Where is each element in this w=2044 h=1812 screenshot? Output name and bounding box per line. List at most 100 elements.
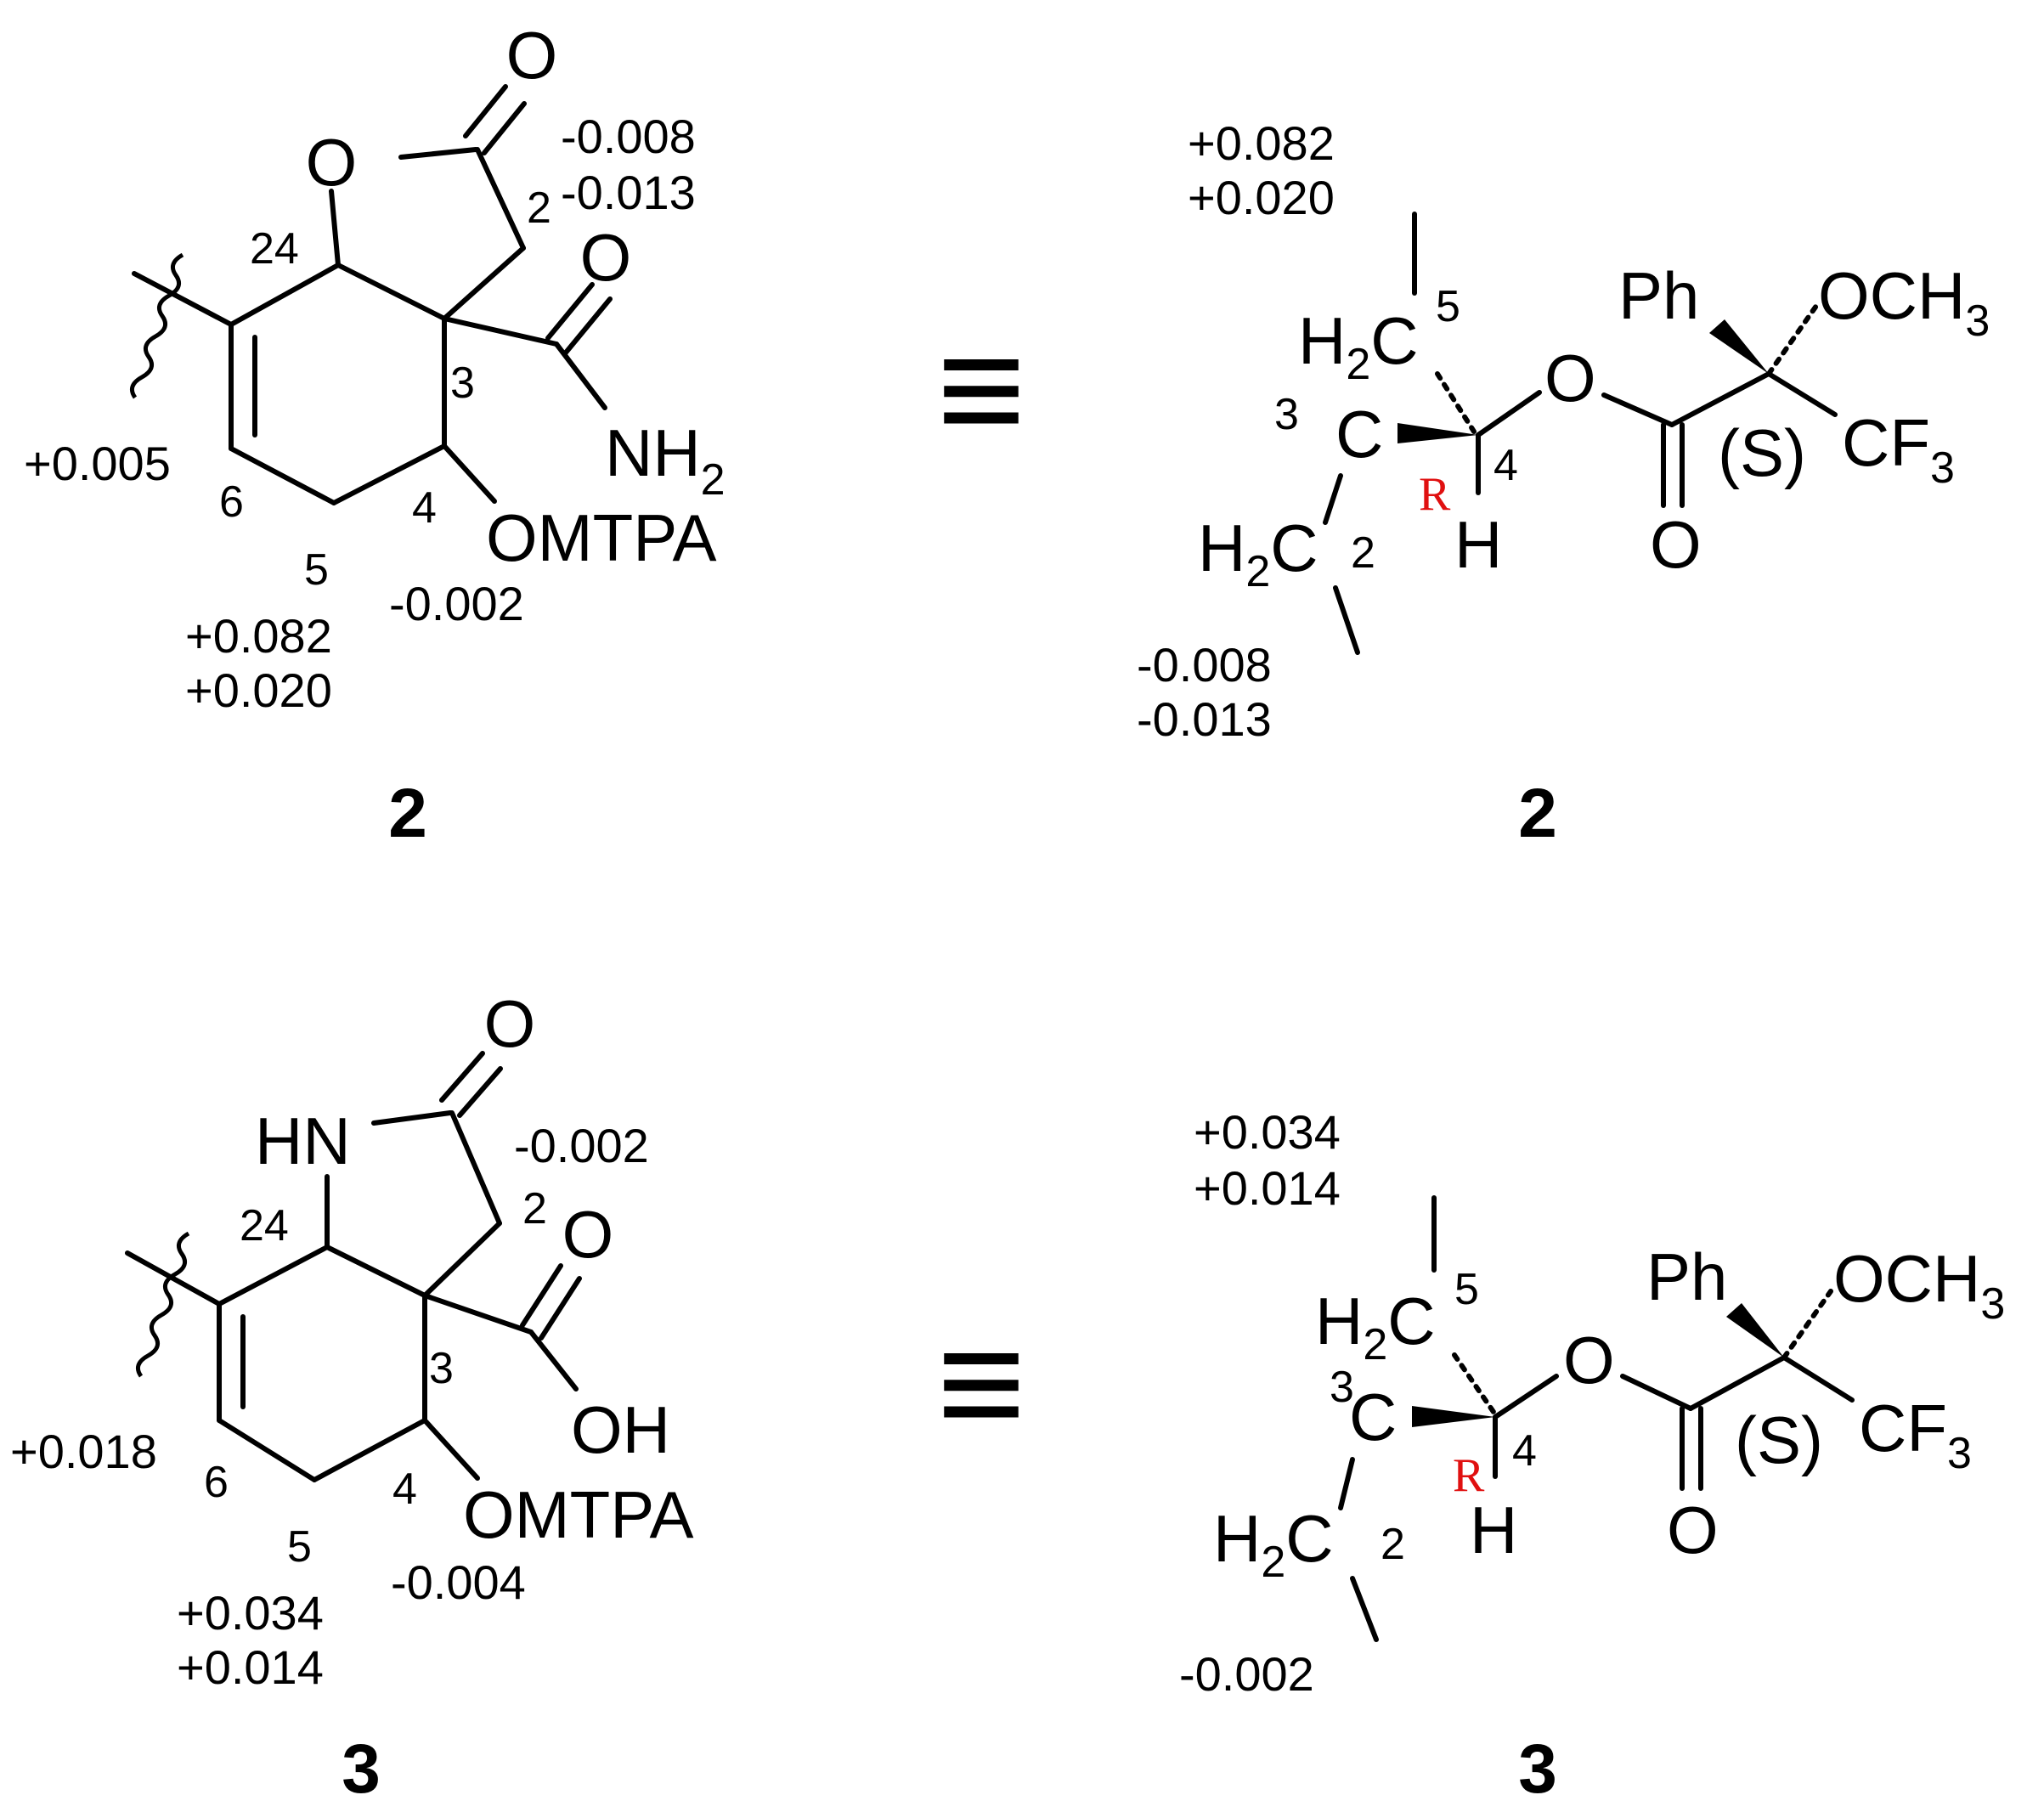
hashed-bond-och3 (1781, 1289, 1833, 1360)
methoxy-group: OCH3 (1818, 258, 1990, 346)
phenyl-group: Ph (1618, 258, 1699, 333)
delta-h2-a: -0.008 (561, 110, 696, 163)
bond-c1-c2 (475, 147, 526, 251)
r-configuration-label: R (1419, 468, 1451, 521)
wedge-bond-c3-c4 (1412, 1406, 1495, 1427)
delta-h5-b: +0.020 (185, 663, 332, 717)
delta-h5-a: +0.034 (177, 1586, 324, 1640)
acid-hydroxyl: OH (571, 1392, 670, 1467)
c2-ch2-group: H2C (1198, 511, 1318, 596)
compound-2-ring-structure: O O O NH2 OMTPA 24 2 3 4 5 6 -0.008 -0.0… (24, 18, 726, 852)
c4-hydrogen: H (1454, 507, 1502, 582)
projection-locant-3: 3 (1274, 390, 1299, 439)
compound-2-projection-label: 2 (1518, 775, 1557, 852)
equivalence-symbol-3: ≡ (936, 1298, 1025, 1469)
bond-c2-methyl (1333, 585, 1360, 655)
delta-h6: +0.018 (10, 1425, 157, 1478)
c2-ch2-group: H2C (1213, 1501, 1334, 1587)
delta-h5-b-projection: +0.020 (1188, 171, 1335, 224)
amide-nh: NH2 (605, 415, 726, 505)
projection-locant-4: 4 (1493, 441, 1518, 490)
projection-locant-3: 3 (1330, 1363, 1354, 1412)
delta-h4: -0.004 (391, 1555, 526, 1609)
bond-c1-o-double-a (463, 84, 508, 138)
projection-locant-4: 4 (1512, 1426, 1537, 1476)
delta-h2-projection: -0.002 (1179, 1647, 1314, 1701)
acid-carbonyl-oxygen: O (562, 1197, 614, 1272)
delta-h4: -0.002 (389, 577, 524, 630)
locant-3: 3 (450, 358, 475, 408)
phenyl-group: Ph (1646, 1239, 1727, 1314)
bond-o-c1 (398, 147, 478, 160)
bond-n-c1 (371, 1110, 453, 1126)
bond-cf3 (1781, 1355, 1855, 1403)
projection-locant-2: 2 (1351, 528, 1375, 578)
amide-carbonyl-oxygen: O (580, 220, 632, 295)
bond-c4-o (442, 443, 497, 504)
bond-c3-c2 (1323, 473, 1343, 525)
bond-cf3 (1766, 371, 1838, 417)
bond-o-carbonyl (1601, 392, 1674, 427)
c4-hydrogen: H (1470, 1493, 1517, 1567)
compound-2-label: 2 (388, 775, 427, 852)
locant-4: 4 (412, 483, 437, 533)
compound-2-projection: +0.082 +0.020 H2C 5 3 C R 4 H H2C 2 -0.0… (1137, 116, 1990, 852)
projection-locant-5: 5 (1454, 1265, 1479, 1314)
locant-24: 24 (240, 1201, 289, 1250)
hashed-bond-c4-c5 (1435, 371, 1477, 434)
bond-c5-c4 (331, 443, 447, 505)
delta-h2-a-projection: -0.008 (1137, 638, 1272, 691)
locant-6: 6 (219, 477, 244, 527)
bond-c6-c5 (217, 1418, 317, 1482)
methoxy-group: OCH3 (1833, 1241, 2005, 1329)
carbonyl-oxygen: O (1650, 507, 1702, 582)
bond-c25-stub (132, 271, 234, 327)
bond-c4-o (1493, 1374, 1559, 1420)
bond-acid-oh (528, 1329, 579, 1391)
bond-acid-o-b (539, 1276, 582, 1341)
trifluoromethyl-group: CF3 (1842, 405, 1955, 493)
bond-c3-camide (442, 316, 559, 347)
delta-h2: -0.002 (514, 1119, 649, 1172)
bond-o-carbonyl (1620, 1374, 1693, 1411)
delta-h2-b-projection: -0.013 (1137, 692, 1272, 746)
s-configuration-label: (S) (1735, 1403, 1823, 1477)
delta-h5-a-projection: +0.082 (1188, 116, 1335, 170)
delta-h5-a-projection: +0.034 (1194, 1105, 1341, 1159)
hashed-bond-c4-c5 (1452, 1352, 1496, 1414)
c5-ch2-group: H2C (1315, 1284, 1436, 1369)
r-configuration-label: R (1453, 1449, 1485, 1502)
omtpa-group: OMTPA (486, 500, 717, 575)
compound-3-ring-structure: HN O O OH OMTPA 24 2 3 4 5 6 -0.002 +0.0… (10, 986, 694, 1808)
bond-carbonyl-calpha (1688, 1355, 1787, 1411)
delta-h6: +0.005 (24, 437, 171, 490)
delta-h2-b: -0.013 (561, 166, 696, 219)
bond-c1-o-double-b (457, 1066, 503, 1118)
bond-c3-c24 (325, 1245, 427, 1298)
bond-c24-c25 (217, 1245, 330, 1307)
delta-h5-b-projection: +0.014 (1194, 1161, 1341, 1215)
projection-locant-5: 5 (1436, 282, 1460, 331)
locant-4: 4 (392, 1465, 417, 1514)
locant-6: 6 (204, 1458, 229, 1507)
bond-c2-c3 (442, 246, 526, 321)
bond-c6-c5 (229, 446, 336, 505)
carbonyl-oxygen: O (1667, 1493, 1719, 1567)
lactam-carbonyl-oxygen: O (484, 986, 536, 1061)
c3-carbon: C (1335, 397, 1383, 471)
bond-c2-methyl (1350, 1576, 1379, 1642)
locant-2: 2 (522, 1184, 547, 1233)
wedge-bond-ph (1726, 1303, 1784, 1358)
bond-c4-o (422, 1418, 480, 1481)
locant-24: 24 (250, 224, 299, 274)
bond-c2-c3 (422, 1221, 502, 1298)
compound-3-projection: +0.034 +0.014 H2C 5 3 C R 4 H H2C 2 -0.0… (1179, 1105, 2005, 1808)
s-configuration-label: (S) (1718, 415, 1806, 490)
bond-c24-o (329, 189, 341, 268)
wedge-bond-ph (1709, 319, 1769, 374)
bond-c4-o (1476, 390, 1542, 437)
trifluoromethyl-group: CF3 (1859, 1391, 1972, 1478)
bond-amide-o-b (563, 296, 613, 355)
bond-amide-o-a (545, 282, 595, 341)
